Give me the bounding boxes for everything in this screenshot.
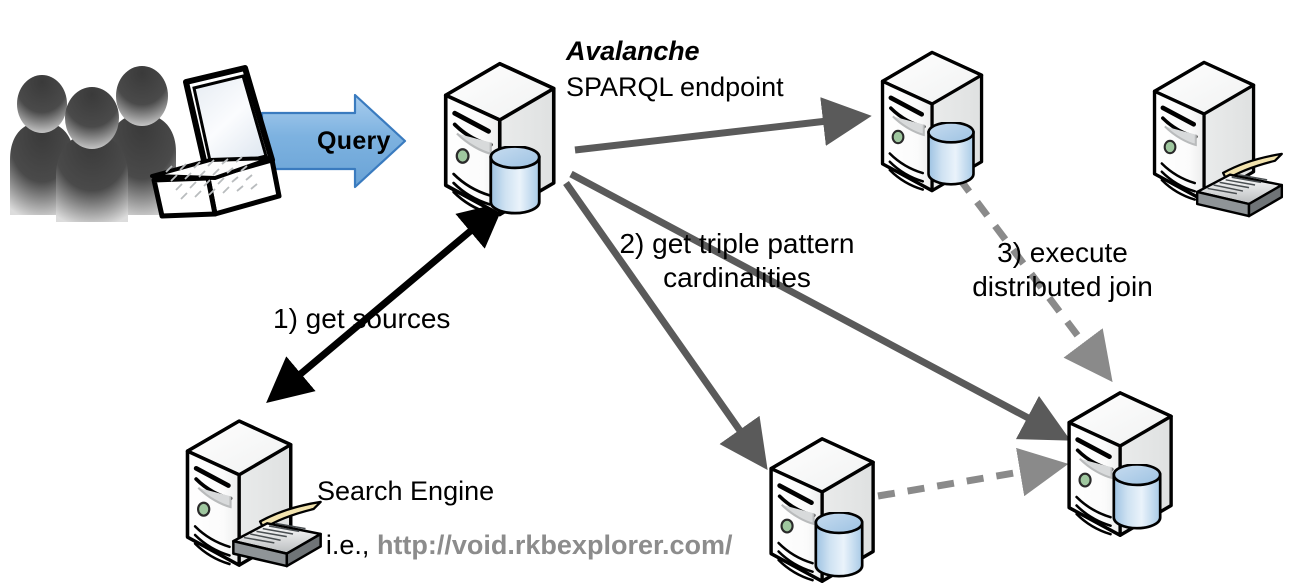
node-data-source-server-bottom: [771, 439, 873, 581]
step-2-label-line2: cardinalities: [663, 262, 811, 293]
sparql-endpoint-subtitle: SPARQL endpoint: [566, 72, 784, 102]
edge-distributed-join-horizontal: [877, 447, 1069, 500]
search-engine-label: Search Engine: [317, 476, 495, 506]
edge-get-sources-bidirectional: [266, 202, 505, 403]
step-2-label-line1: 2) get triple pattern: [619, 228, 855, 259]
people-silhouettes: [10, 66, 176, 222]
edge-query-block-arrow: [260, 93, 407, 189]
search-engine-url-line: i.e., http://void.rkbexplorer.com/: [317, 512, 733, 560]
node-data-source-server-bottom-right: [1069, 393, 1171, 535]
avalanche-title: Avalanche: [566, 36, 700, 66]
edge-avalanche-to-bottom-source: [563, 180, 768, 471]
step-3-label-line2: distributed join: [972, 271, 1153, 302]
node-avalanche-sparql-endpoint-server: [446, 64, 554, 215]
node-search-engine-server: [188, 421, 322, 566]
search-engine-url[interactable]: http://void.rkbexplorer.com/: [376, 529, 733, 560]
edge-avalanche-to-bottom-right-source: [569, 170, 1071, 441]
node-data-source-server-top: [883, 52, 982, 190]
edge-avalanche-to-top-source: [574, 97, 872, 154]
step-1-label: 1) get sources: [273, 303, 451, 334]
query-arrow-label: Query: [317, 127, 391, 155]
search-engine-ie-text: i.e.,: [325, 529, 370, 560]
laptop-icon: [150, 65, 282, 219]
node-data-source-server-top-right: [1155, 62, 1284, 218]
node-users-with-laptop: [10, 65, 282, 222]
step-3-label-line1: 3) execute: [997, 237, 1128, 268]
edge-distributed-join-vertical: [956, 175, 1113, 383]
